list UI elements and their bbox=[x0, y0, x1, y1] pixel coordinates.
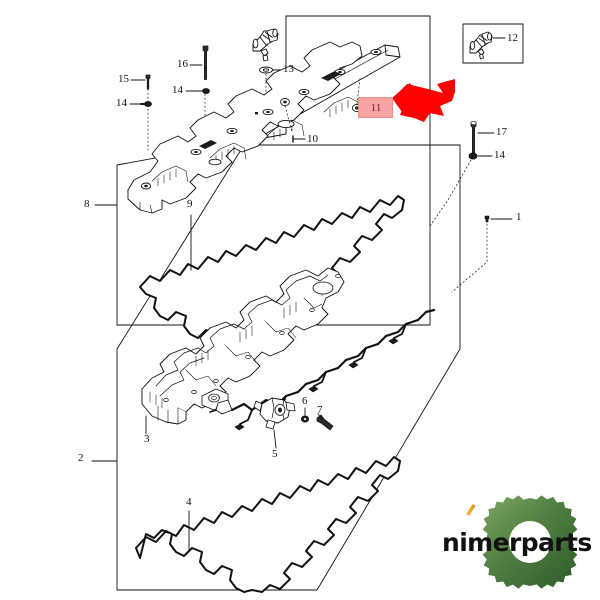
callout-13: 13 bbox=[283, 63, 294, 75]
part-14-washer-mid bbox=[202, 88, 210, 94]
part-5-sensor bbox=[253, 397, 296, 430]
callout-9: 9 bbox=[187, 198, 193, 210]
callout-6: 6 bbox=[302, 395, 308, 407]
part-13-seal bbox=[259, 66, 273, 74]
leader-7 bbox=[317, 413, 323, 420]
callout-10: 10 bbox=[307, 133, 318, 145]
part-14-washer-left bbox=[144, 101, 152, 107]
callout-14-right: 14 bbox=[494, 149, 505, 161]
callout-1: 1 bbox=[516, 211, 522, 223]
part-7-screw bbox=[316, 414, 334, 431]
part-3-cover-carrier bbox=[141, 267, 345, 425]
highlight-box-item-11 bbox=[358, 97, 393, 118]
part-6-washer bbox=[300, 415, 310, 423]
callout-16: 16 bbox=[177, 58, 188, 70]
callout-15: 15 bbox=[118, 73, 129, 85]
part-15-bolt bbox=[145, 74, 151, 90]
nimerparts-watermark: nimerparts bbox=[442, 494, 594, 590]
annotation-arrow-icon bbox=[392, 79, 455, 122]
leader-5 bbox=[273, 429, 277, 449]
part-14-washer-right bbox=[468, 152, 478, 160]
callout-8: 8 bbox=[84, 198, 90, 210]
gear-icon bbox=[482, 495, 578, 589]
axis-14-right bbox=[429, 159, 472, 227]
part-17-long-bolt bbox=[470, 120, 477, 154]
part-10-valve-cover bbox=[127, 41, 401, 214]
callout-4: 4 bbox=[186, 496, 192, 508]
callout-7: 7 bbox=[317, 404, 323, 416]
callout-2: 2 bbox=[78, 452, 84, 464]
callout-12: 12 bbox=[507, 32, 518, 44]
logo-accent-icon bbox=[466, 504, 476, 516]
callout-11: 11 bbox=[371, 103, 382, 114]
callout-17: 17 bbox=[496, 126, 507, 138]
part-1-bolt bbox=[484, 215, 490, 223]
axis-11 bbox=[356, 77, 361, 105]
logo-text: nimerparts bbox=[442, 528, 592, 557]
callout-5: 5 bbox=[272, 448, 278, 460]
axis-1 bbox=[451, 223, 488, 293]
callout-14-left: 14 bbox=[116, 97, 127, 109]
axis-10 bbox=[284, 105, 293, 133]
callout-3: 3 bbox=[144, 433, 150, 445]
part-12-elbow-fitting bbox=[469, 31, 493, 60]
part-16-long-bolt bbox=[202, 45, 209, 80]
part-12-installed bbox=[252, 28, 279, 62]
inset-box-12 bbox=[462, 23, 524, 64]
part-4-gasket-lower bbox=[135, 456, 401, 593]
callout-14-mid: 14 bbox=[172, 84, 183, 96]
